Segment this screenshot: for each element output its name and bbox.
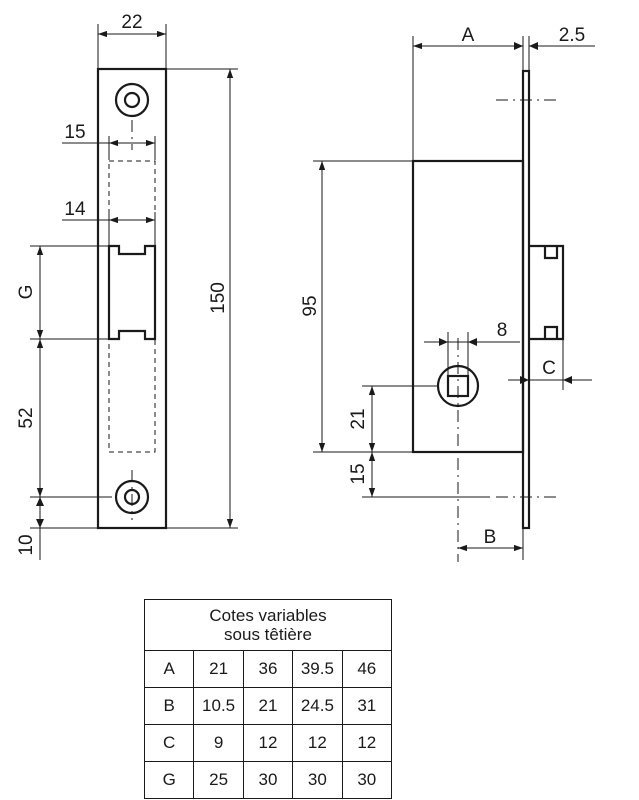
dim-opening-width: 14 xyxy=(64,199,86,220)
table-cell: 9 xyxy=(193,724,244,762)
table-cell: 12 xyxy=(292,724,343,762)
variable-dimensions-table: Cotes variables sous têtière A 21 36 39.… xyxy=(143,599,393,799)
dim-2-5: 2.5 xyxy=(559,25,585,46)
table-cell: 30 xyxy=(341,761,393,799)
dim-a: A xyxy=(462,25,475,46)
latch-opening xyxy=(107,244,157,341)
row-label: G xyxy=(143,761,195,799)
latch-bolt xyxy=(529,244,565,341)
table-cell: 30 xyxy=(242,761,294,799)
row-label: C xyxy=(143,724,195,762)
table-cell: 21 xyxy=(242,687,294,725)
strike-plate-outline xyxy=(96,67,168,530)
dim-strike-10: 10 xyxy=(16,534,37,555)
dim-c: C xyxy=(542,358,556,379)
row-label: A xyxy=(143,650,195,688)
table-cell: 24.5 xyxy=(292,687,343,725)
table-cell: 25 xyxy=(193,761,244,799)
dim-21: 21 xyxy=(348,408,369,429)
table-cell: 36 xyxy=(242,650,294,688)
dim-strike-width: 22 xyxy=(121,12,142,33)
table-row: C 9 12 12 12 xyxy=(143,724,393,762)
lock-case xyxy=(411,159,525,454)
row-label: B xyxy=(143,687,195,725)
top-screw-hole xyxy=(114,82,150,118)
table-cell: 21 xyxy=(193,650,244,688)
table-title-line1: Cotes variables xyxy=(209,606,327,625)
table-cell: 12 xyxy=(341,724,393,762)
dim-strike-g: G xyxy=(16,285,37,300)
dim-strike-height: 150 xyxy=(208,282,229,314)
dim-95: 95 xyxy=(300,295,321,316)
table-cell: 12 xyxy=(242,724,294,762)
dim-opening-top-width: 15 xyxy=(64,122,85,143)
dim-strike-52: 52 xyxy=(16,407,37,428)
table-title-line2: sous têtière xyxy=(224,625,312,644)
table-cell: 46 xyxy=(341,650,393,688)
table-title: Cotes variables sous têtière xyxy=(144,599,392,651)
table-cell: 10.5 xyxy=(193,687,244,725)
table-cell: 39.5 xyxy=(292,650,343,688)
table-cell: 31 xyxy=(341,687,393,725)
dim-8: 8 xyxy=(497,320,508,341)
dim-15: 15 xyxy=(348,463,369,484)
table-cell: 30 xyxy=(292,761,343,799)
table-row: A 21 36 39.5 46 xyxy=(143,650,393,688)
strike-plate-view: 22 15 14 G 52 10 150 xyxy=(16,12,238,560)
lock-body-view: A 2.5 95 8 C 21 15 xyxy=(300,25,595,562)
table-row: B 10.5 21 24.5 31 xyxy=(143,687,393,725)
hidden-opening-outline xyxy=(108,160,156,453)
dim-b: B xyxy=(484,527,497,548)
table-row: G 25 30 30 30 xyxy=(143,761,393,799)
